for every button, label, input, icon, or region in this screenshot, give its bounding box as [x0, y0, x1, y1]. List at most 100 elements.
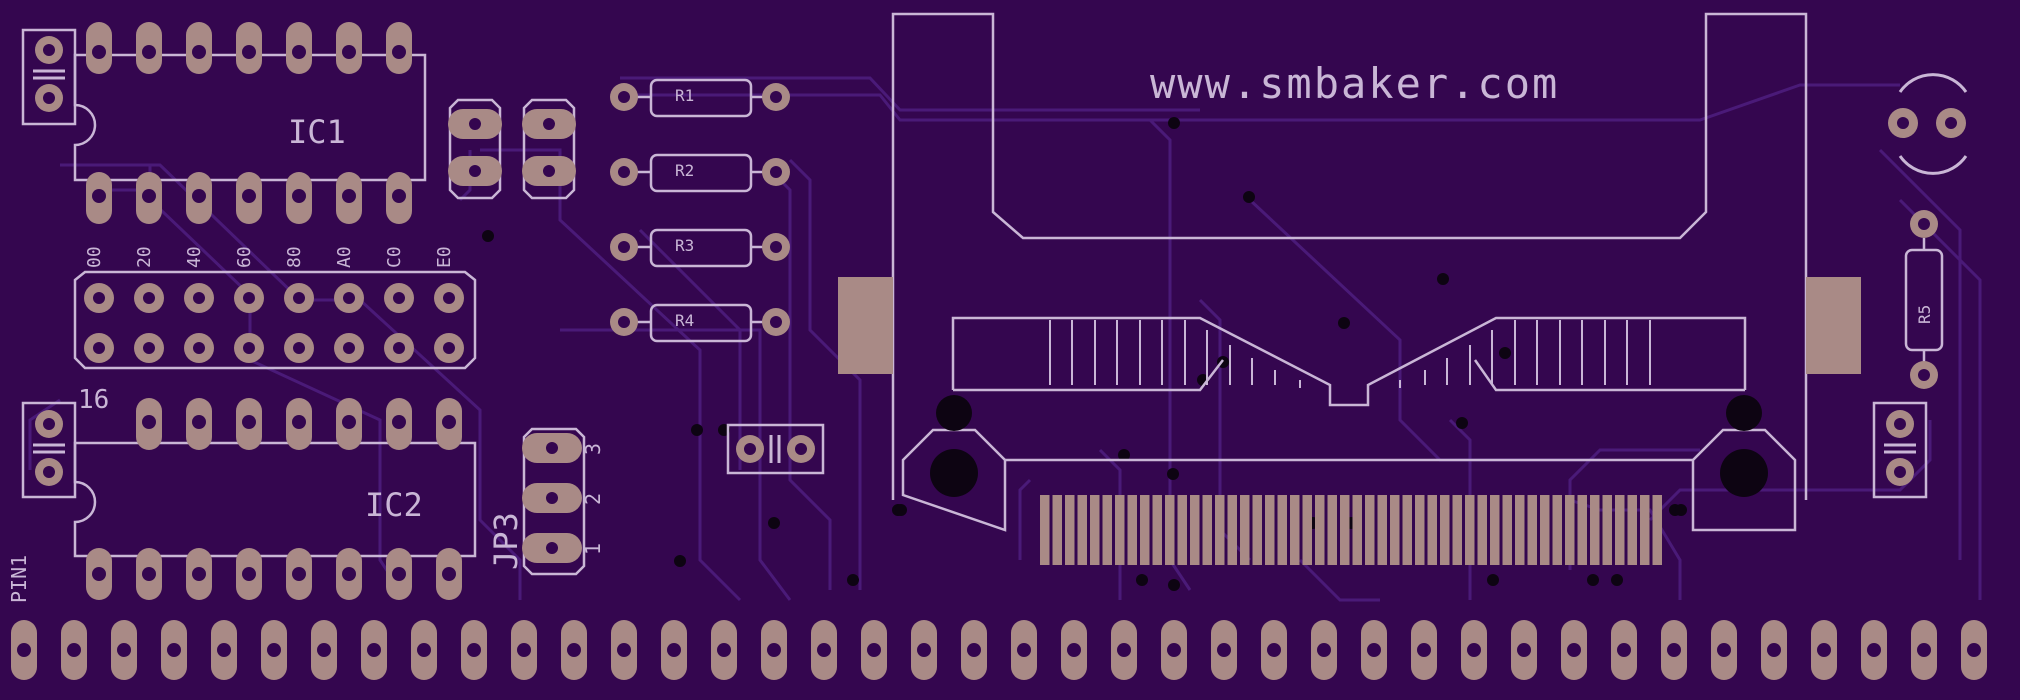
address-header: 00 20 40 60 80 A0 C0 E0	[73, 246, 477, 370]
bus-pin-hole	[417, 643, 431, 657]
bus-pin-hole	[1317, 643, 1331, 657]
ic1-top-pins	[86, 22, 412, 74]
cf-contact-pad	[1615, 495, 1625, 565]
cf-contact-pad	[1490, 495, 1500, 565]
bus-pin-hole	[1617, 643, 1631, 657]
addr-label-60: 60	[234, 246, 255, 268]
bus-edge-connector	[11, 620, 1987, 680]
bus-pin-hole	[1417, 643, 1431, 657]
addr-label-80: 80	[284, 246, 305, 268]
ic2-bypass-capacitor	[21, 401, 77, 499]
jp3-pin3-label: 3	[581, 443, 605, 455]
cf-mount-tab-left	[838, 277, 893, 374]
cf-contact-pad	[1327, 495, 1337, 565]
bus-pin-hole	[1067, 643, 1081, 657]
bus-pin-hole	[1117, 643, 1131, 657]
addr-label-c0: C0	[384, 246, 405, 268]
bus-pin-hole	[817, 643, 831, 657]
cf-contact-pad	[1102, 495, 1112, 565]
cf-mount-holes	[930, 395, 1768, 516]
bus-pin-hole	[1517, 643, 1531, 657]
pin1-label: PIN1	[7, 555, 31, 603]
bus-pin-hole	[667, 643, 681, 657]
led-indicator	[1888, 73, 1968, 175]
bus-pin-hole	[1217, 643, 1231, 657]
pin16-label: 16	[78, 385, 109, 415]
cf-contact-pad	[1377, 495, 1387, 565]
bus-pin-hole	[1167, 643, 1181, 657]
cf-contact-pad	[1277, 495, 1287, 565]
cf-contact-pad	[1565, 495, 1575, 565]
bus-pin-hole	[1467, 643, 1481, 657]
cf-contact-pad	[1552, 495, 1562, 565]
ic1-label: IC1	[288, 113, 346, 151]
jp3-pin1-label: 1	[581, 543, 605, 555]
cf-contact-pads	[1040, 495, 1662, 565]
cf-contact-pad	[1652, 495, 1662, 565]
addr-label-00: 00	[84, 246, 105, 268]
cf-contact-pad	[1177, 495, 1187, 565]
cf-contact-pad	[1140, 495, 1150, 565]
ic1-pin-holes	[92, 45, 406, 203]
ic2-chip: IC2	[73, 398, 477, 600]
bus-pin-hole	[1017, 643, 1031, 657]
cf-contact-pad	[1165, 495, 1175, 565]
resistor-r4: R4	[610, 303, 790, 343]
cf-contact-pad	[1402, 495, 1412, 565]
bus-pin-hole	[567, 643, 581, 657]
r2-label: R2	[675, 161, 694, 180]
resistor-r2: R2	[610, 153, 790, 193]
bus-pin-hole	[617, 643, 631, 657]
bus-pin-hole	[1817, 643, 1831, 657]
cf-contact-pad	[1502, 495, 1512, 565]
cf-contact-pad	[1640, 495, 1650, 565]
jp3-label: JP3	[487, 512, 525, 570]
cf-contact-pad	[1452, 495, 1462, 565]
cf-contact-pad	[1265, 495, 1275, 565]
resistor-r5: R5	[1904, 210, 1944, 389]
cf-contact-pad	[1215, 495, 1225, 565]
cf-contact-pad	[1352, 495, 1362, 565]
center-capacitor	[726, 423, 825, 475]
ic1-outline	[73, 53, 427, 182]
bus-pin-hole	[1567, 643, 1581, 657]
ic2-label: IC2	[365, 486, 423, 524]
bus-pin-hole	[967, 643, 981, 657]
cf-contact-pad	[1602, 495, 1612, 565]
bus-pin-hole	[1867, 643, 1881, 657]
bus-pin-hole	[1967, 643, 1981, 657]
bus-pin-hole	[167, 643, 181, 657]
cf-contact-pad	[1340, 495, 1350, 565]
bus-pin-hole	[1267, 643, 1281, 657]
cf-card-socket	[891, 12, 1808, 532]
cf-contact-pad	[1415, 495, 1425, 565]
bus-pin-hole	[1767, 643, 1781, 657]
cf-contact-pad	[1390, 495, 1400, 565]
bus-pin-hole	[867, 643, 881, 657]
cf-contact-pad	[1090, 495, 1100, 565]
cf-mount-tab-right	[1806, 277, 1861, 374]
website-label: www.smbaker.com	[1150, 59, 1559, 108]
resistor-r3: R3	[610, 228, 790, 268]
ic1-chip: IC1	[73, 22, 427, 224]
bus-pin-hole	[717, 643, 731, 657]
cf-contact-pad	[1590, 495, 1600, 565]
cf-contact-pad	[1515, 495, 1525, 565]
addr-label-40: 40	[184, 246, 205, 268]
cf-contact-pad	[1440, 495, 1450, 565]
cf-contact-pad	[1427, 495, 1437, 565]
right-capacitor	[1872, 401, 1928, 499]
bus-pin-hole	[1917, 643, 1931, 657]
r3-label: R3	[675, 236, 694, 255]
cf-contact-pad	[1365, 495, 1375, 565]
bus-pin-hole	[17, 643, 31, 657]
cf-contact-pad	[1477, 495, 1487, 565]
cf-contact-pad	[1302, 495, 1312, 565]
cf-contact-pad	[1315, 495, 1325, 565]
cf-contact-pad	[1127, 495, 1137, 565]
bus-pin-hole	[317, 643, 331, 657]
cf-contact-pad	[1065, 495, 1075, 565]
bus-pin-hole	[217, 643, 231, 657]
bus-pin-hole	[917, 643, 931, 657]
